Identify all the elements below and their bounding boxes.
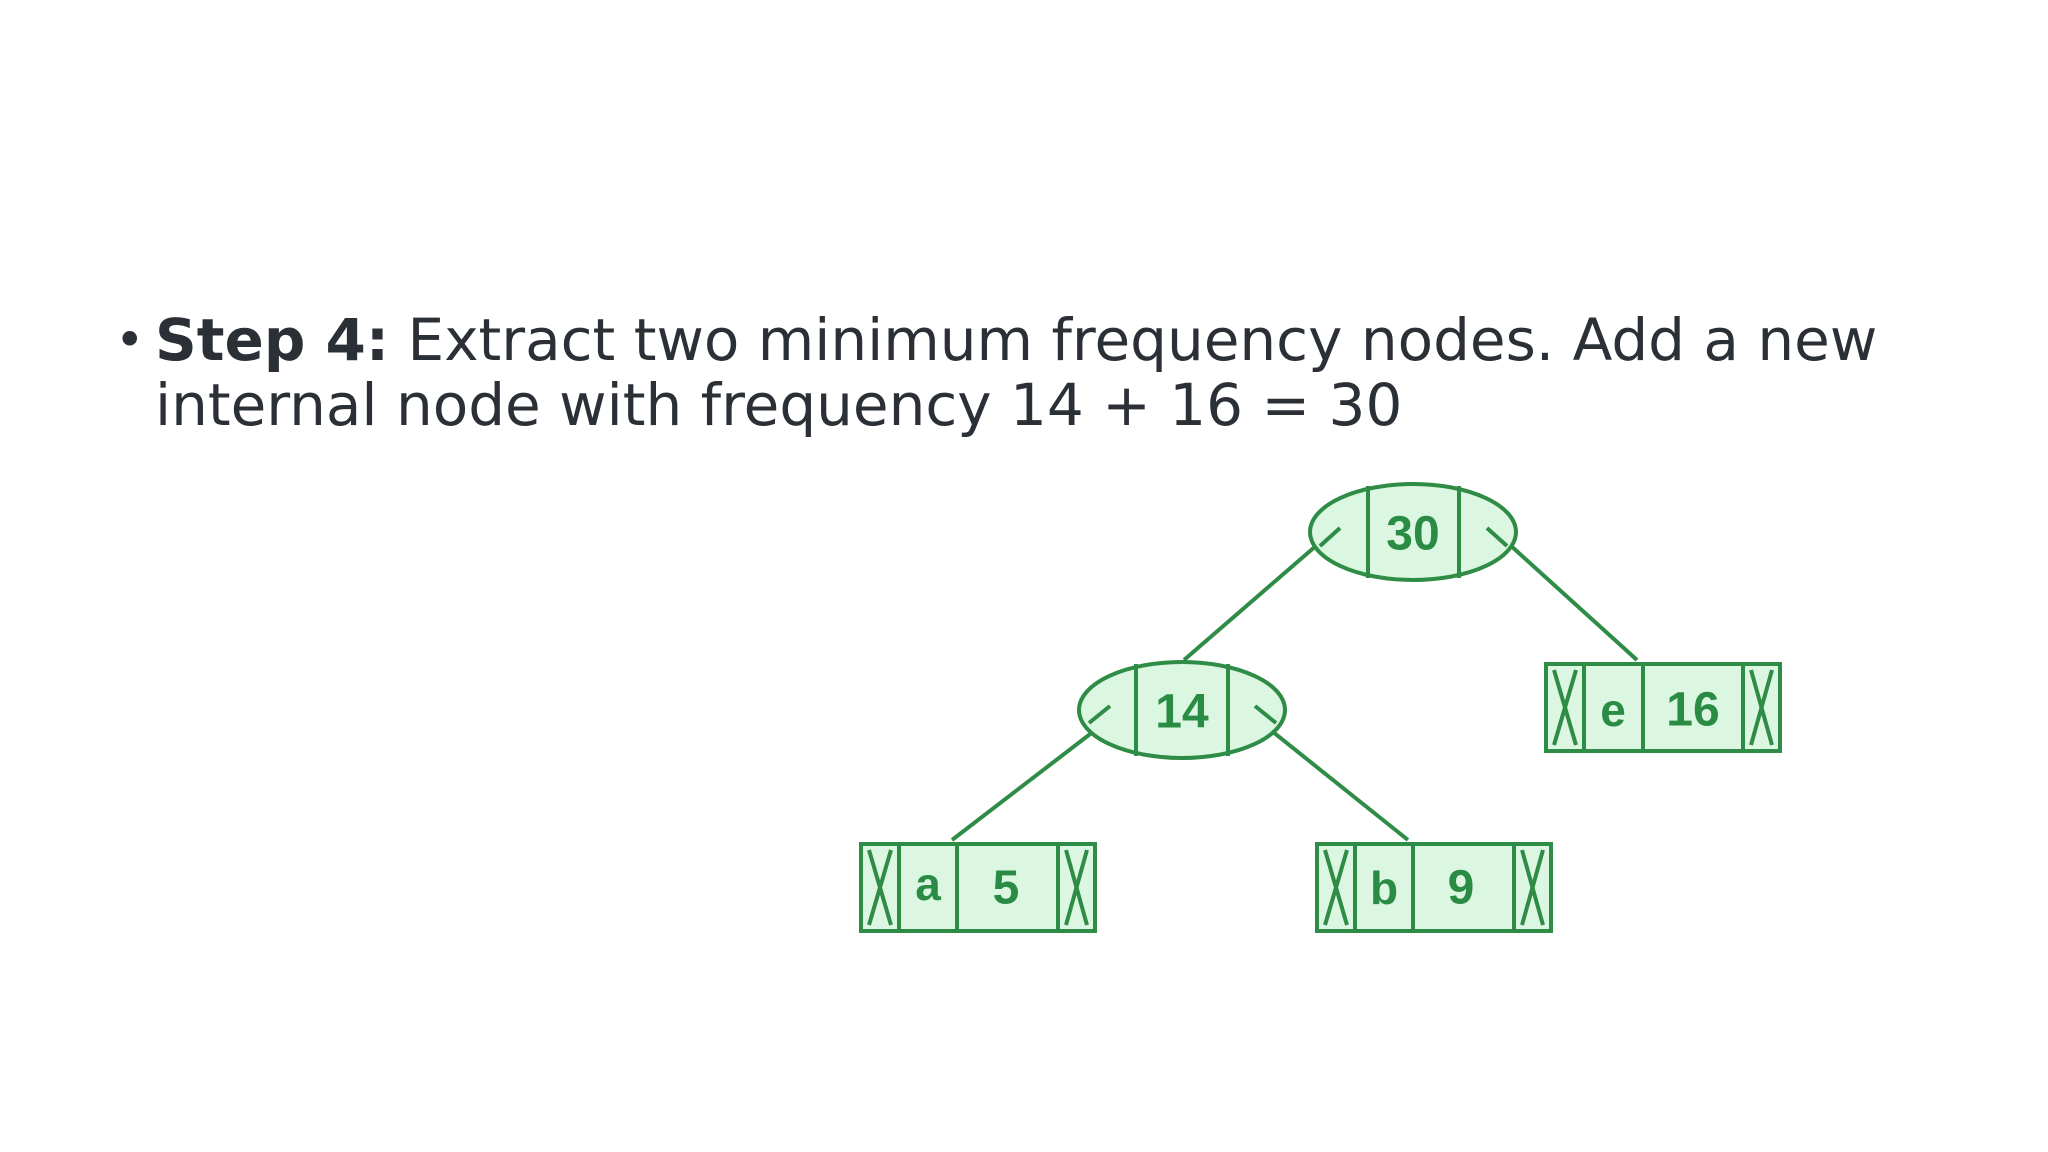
leaf-b-char: b [1370,862,1398,914]
step-description: Extract two minimum frequency nodes. Add… [155,306,1878,439]
leaf-b-freq: 9 [1448,862,1475,915]
bullet-text: Step 4: Extract two minimum frequency no… [155,308,1915,438]
tree-node-root: 30 [1308,482,1518,582]
bullet-item: • Step 4: Extract two minimum frequency … [115,308,1915,438]
tree-leaf-e: e 16 [1544,662,1782,753]
tree-leaf-b: b 9 [1315,842,1553,933]
leaf-a-char: a [915,858,941,910]
step-label: Step 4: [155,306,390,374]
edge-root-to-14 [1182,543,1319,662]
bullet-dot: • [115,311,145,369]
leaf-e-char: e [1600,684,1626,736]
edge-14-to-b [1266,726,1410,842]
internal-14-freq: 14 [1155,686,1209,739]
edge-14-to-a [950,726,1100,842]
leaf-e-freq: 16 [1666,684,1719,737]
leaf-a-freq: 5 [993,862,1020,915]
root-freq: 30 [1386,508,1439,561]
tree-leaf-a: a 5 [859,842,1097,933]
tree-node-14: 14 [1077,660,1287,760]
edge-root-to-e [1508,543,1639,662]
